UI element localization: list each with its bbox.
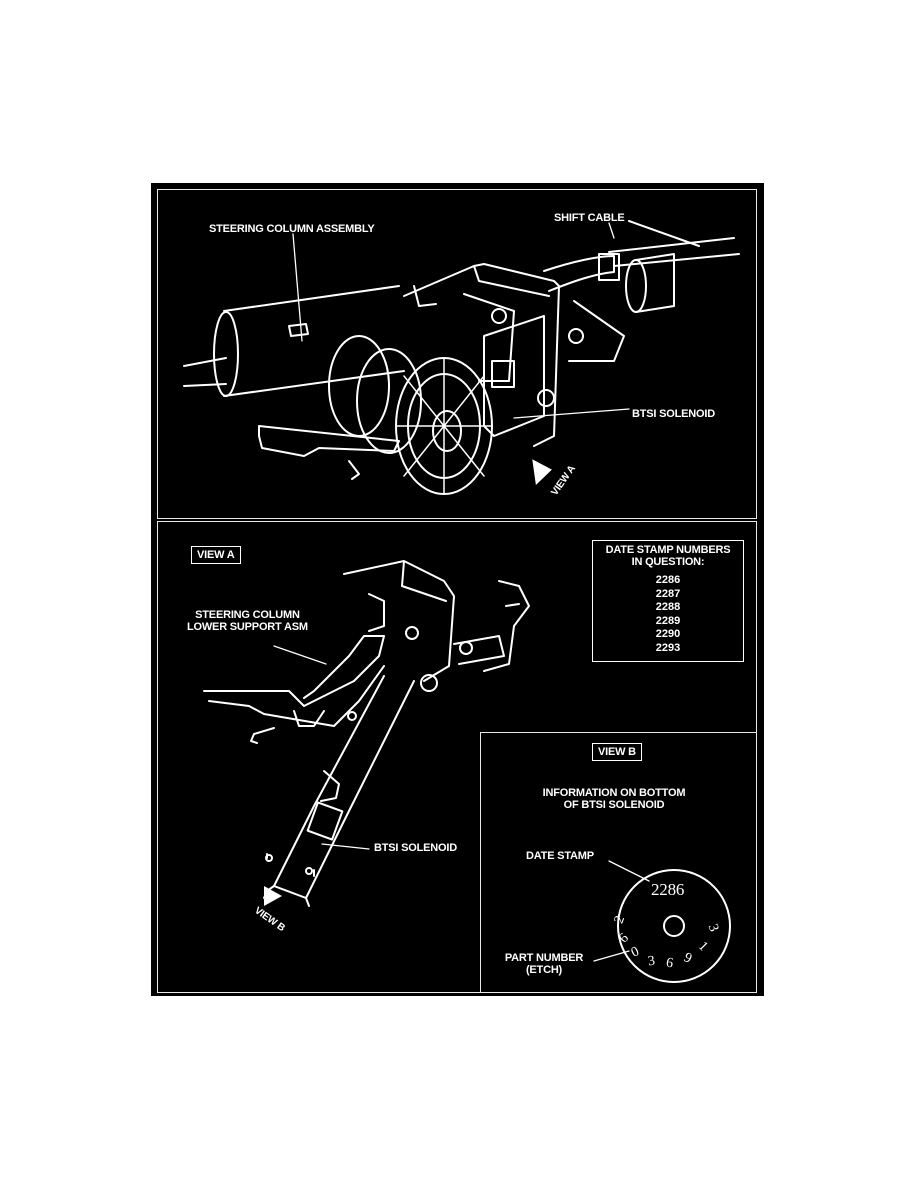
date-stamp-number: 2288 <box>655 601 681 613</box>
view-b-info-line2: OF BTSI SOLENOID <box>563 799 665 811</box>
date-stamp-number: 2287 <box>655 587 681 600</box>
shift-cable <box>608 220 740 267</box>
steering-column-tube <box>223 285 405 397</box>
btsi-solenoid-view-a <box>273 675 415 899</box>
view-b-info: INFORMATION ON BOTTOM OF BTSI SOLENOID <box>529 787 699 811</box>
date-stamp-title-line1: DATE STAMP NUMBERS <box>605 544 731 556</box>
lower-support-arm <box>203 635 385 707</box>
view-a-tag: VIEW A <box>191 546 241 564</box>
date-stamp-number: 2290 <box>655 628 681 640</box>
date-stamp-number: 2293 <box>655 641 681 654</box>
date-stamp-list: 2286 2287 2288 2289 2290 2293 <box>593 574 743 655</box>
part-number-line2: (ETCH) <box>525 964 563 976</box>
diagram-frame: STEERING COLUMN ASSEMBLY SHIFT CABLE BTS… <box>151 183 764 996</box>
view-a-bracket <box>343 560 455 682</box>
view-b-info-line1: INFORMATION ON BOTTOM <box>542 787 686 799</box>
solenoid-bottom-disc <box>617 869 731 983</box>
date-stamp-numbers-box: DATE STAMP NUMBERS IN QUESTION: 2286 228… <box>592 540 744 662</box>
lower-support-line2: LOWER SUPPORT ASM <box>187 621 308 633</box>
lower-support-line1: STEERING COLUMN <box>195 609 300 621</box>
steering-column-assembly-label: STEERING COLUMN ASSEMBLY <box>209 223 375 235</box>
view-b-tag: VIEW B <box>592 743 642 761</box>
lower-support-label: STEERING COLUMN LOWER SUPPORT ASM <box>187 609 308 633</box>
part-number-line1: PART NUMBER <box>504 952 584 964</box>
date-stamp-value: 2286 <box>651 880 685 899</box>
top-panel <box>157 189 757 519</box>
part-number-digit: 3 <box>646 953 656 970</box>
part-number-label: PART NUMBER (ETCH) <box>499 952 589 976</box>
date-stamp-title-line2: IN QUESTION: <box>631 556 705 568</box>
shift-cable-label: SHIFT CABLE <box>554 212 625 224</box>
date-stamp-number: 2289 <box>655 614 681 627</box>
btsi-solenoid-label: BTSI SOLENOID <box>632 408 715 420</box>
btsi-solenoid-top <box>483 315 545 437</box>
assembly-line-art <box>183 220 740 983</box>
part-number-digit: 6 <box>665 955 674 972</box>
date-stamp-number: 2286 <box>655 574 681 586</box>
upper-support-bracket <box>403 263 560 447</box>
view-b-panel <box>480 732 757 993</box>
date-stamp-label: DATE STAMP <box>526 850 594 862</box>
btsi-solenoid-view-a-label: BTSI SOLENOID <box>374 842 457 854</box>
